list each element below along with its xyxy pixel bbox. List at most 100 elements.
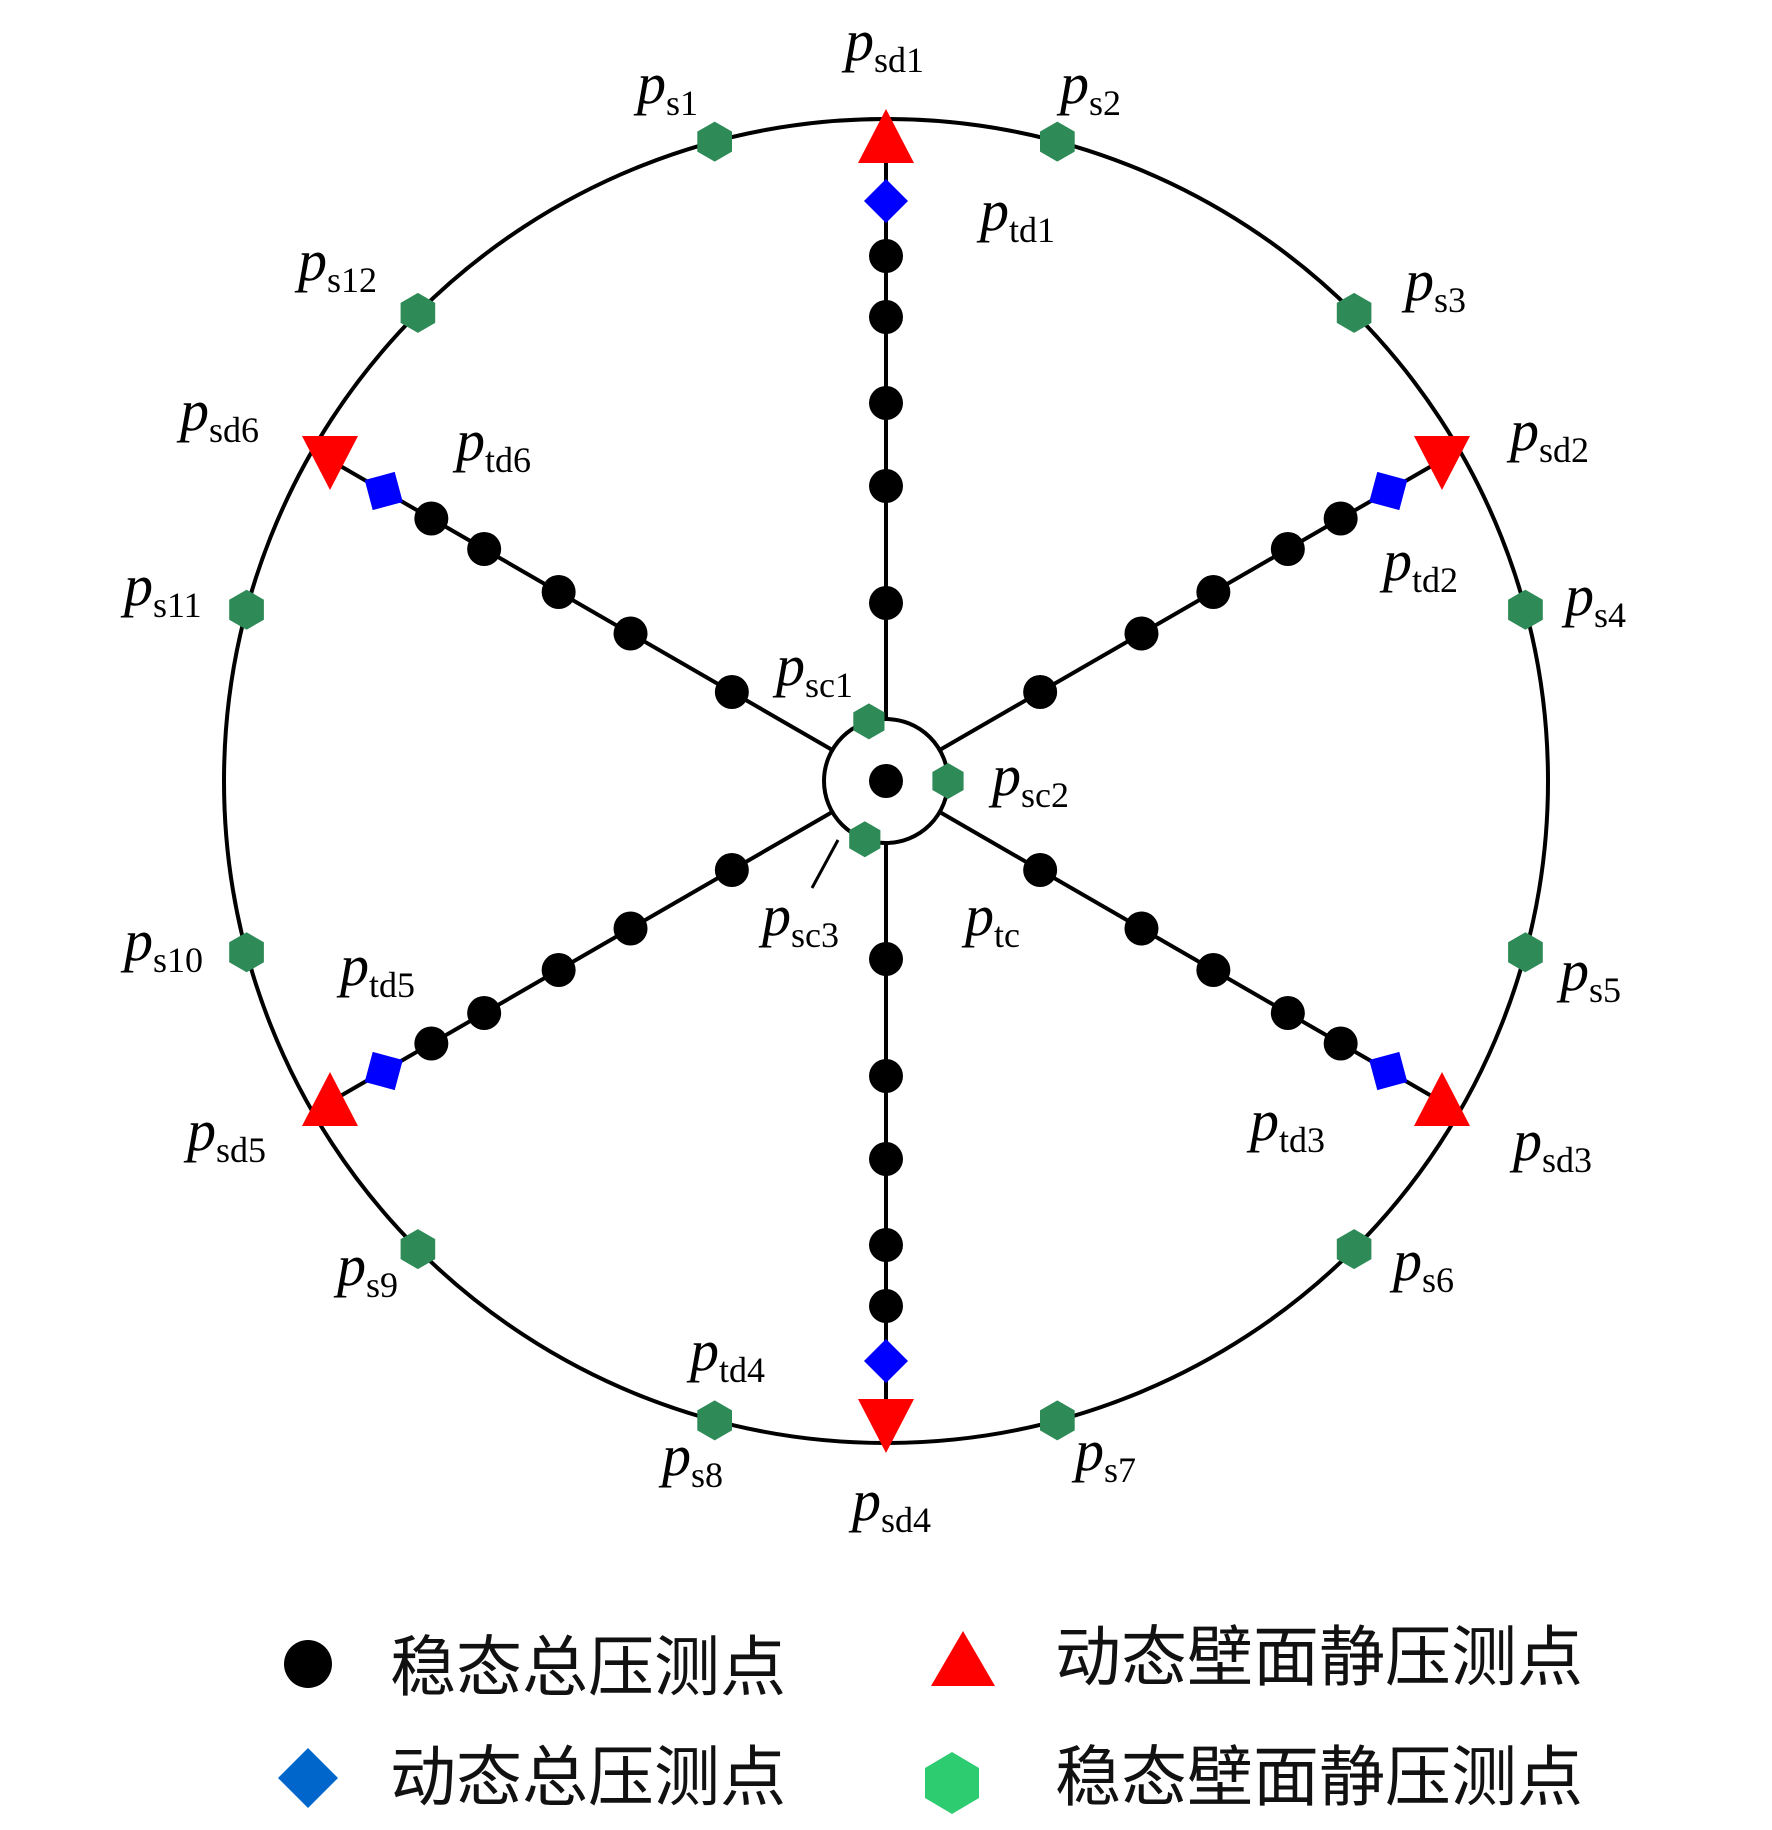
steady-total-marker [1124,616,1159,651]
black-circle-icon [284,1640,332,1688]
label-psd4: psd4 [848,1468,931,1540]
dynamic-total-marker [864,179,908,223]
label-psd1: psd1 [841,8,924,80]
label-ps3: ps3 [1401,248,1466,320]
label-ps7: ps7 [1071,1418,1136,1490]
steady-total-marker [1323,1026,1358,1061]
steady-wall-marker [400,1229,436,1270]
psc3-leader-line [810,839,840,889]
dynamic-total-marker [1369,471,1408,511]
steady-wall-marker [1508,932,1543,973]
legend-label: 动态总压测点 [390,1739,786,1816]
dynamic-wall-marker [302,1072,358,1126]
legend: 稳态总压测点 动态壁面静压测点 动态总压测点 稳态壁面静压测点 [278,1619,1583,1816]
steady-total-marker [869,942,903,976]
steady-total-marker [869,1289,903,1323]
steady-hub-wall-marker [853,703,885,740]
label-psc3: psc3 [758,883,839,955]
label-psd5: psd5 [183,1098,266,1170]
steady-total-marker [1023,675,1058,709]
legend-label: 稳态总压测点 [390,1629,786,1706]
dynamic-total-marker [864,1339,908,1383]
dynamic-wall-marker [858,1399,914,1453]
steady-total-marker [1323,501,1358,536]
steady-total-marker [414,1026,449,1061]
label-psd6: psd6 [176,378,259,450]
label-ptd4: ptd4 [686,1318,765,1390]
dynamic-wall-marker [1414,436,1470,490]
legend-label: 稳态壁面静压测点 [1055,1739,1583,1816]
label-psc1: psc1 [772,633,853,705]
label-ps9: ps9 [333,1233,398,1305]
label-ptd1: ptd1 [976,178,1055,250]
steady-total-marker [714,853,749,887]
label-psc2: psc2 [988,743,1069,815]
steady-total-marker [869,239,903,273]
label-ps11: ps11 [120,553,202,625]
steady-wall-marker [1336,1229,1372,1270]
legend-item-dynamic-wall: 动态壁面静压测点 [931,1619,1583,1696]
steady-total-marker [467,532,502,566]
label-ptd5: ptd5 [336,933,415,1005]
red-triangle-icon [931,1631,995,1686]
label-psd2: psd2 [1506,398,1589,470]
steady-total-marker-center [869,764,903,798]
steady-total-marker [714,675,749,709]
steady-wall-marker [1040,1400,1075,1441]
label-ptd2: ptd2 [1379,528,1458,600]
steady-total-marker [541,953,576,987]
dynamic-total-marker [1369,1051,1408,1091]
dynamic-wall-marker [302,436,358,490]
steady-total-marker [1270,996,1305,1030]
dynamic-total-marker [364,471,403,511]
steady-total-marker [869,586,903,620]
steady-total-marker [414,501,449,536]
blue-diamond-icon [278,1748,338,1808]
steady-total-marker [1196,953,1231,987]
label-ps8: ps8 [658,1423,723,1495]
legend-label: 动态壁面静压测点 [1055,1619,1583,1696]
legend-item-steady-wall: 稳态壁面静压测点 [925,1739,1583,1816]
steady-wall-marker [697,121,732,162]
steady-wall-marker [697,1400,732,1441]
steady-wall-marker [229,589,264,630]
steady-total-marker [541,575,576,609]
steady-total-marker [1196,575,1231,609]
steady-total-marker [613,911,648,946]
steady-total-marker [869,1142,903,1176]
measurement-markers [229,109,1543,1453]
label-ptd3: ptd3 [1246,1088,1325,1160]
dynamic-wall-marker [858,109,914,163]
steady-total-marker [613,616,648,651]
steady-total-marker [869,300,903,334]
label-ps4: ps4 [1561,563,1626,635]
label-ps5: ps5 [1556,938,1621,1010]
steady-total-marker [1124,911,1159,946]
steady-total-marker [869,386,903,420]
legend-item-dynamic-total: 动态总压测点 [278,1739,786,1816]
steady-wall-marker [1040,121,1075,162]
label-ps1: ps1 [633,51,698,123]
steady-hub-wall-marker [932,763,964,799]
legend-item-steady-total: 稳态总压测点 [284,1629,786,1706]
label-ps6: ps6 [1389,1228,1454,1300]
steady-total-marker [467,996,502,1030]
steady-wall-marker [400,292,436,333]
green-hexagon-icon [925,1752,979,1814]
steady-total-marker [869,1059,903,1093]
steady-hub-wall-marker [849,821,881,858]
dynamic-wall-marker [1414,1072,1470,1126]
label-ps12: ps12 [294,228,377,300]
steady-total-marker [1023,853,1058,887]
point-labels: psd1 psd2 psd3 psd4 psd5 psd6 ptd1 ptd2 … [120,8,1626,1540]
steady-wall-marker [1336,292,1372,333]
dynamic-total-marker [364,1051,403,1091]
steady-total-marker [869,469,903,503]
label-ps2: ps2 [1056,51,1121,123]
label-psd3: psd3 [1509,1108,1592,1180]
steady-total-marker [869,1228,903,1262]
label-ps10: ps10 [120,908,203,980]
steady-wall-marker [229,932,264,973]
label-ptd6: ptd6 [452,408,531,480]
